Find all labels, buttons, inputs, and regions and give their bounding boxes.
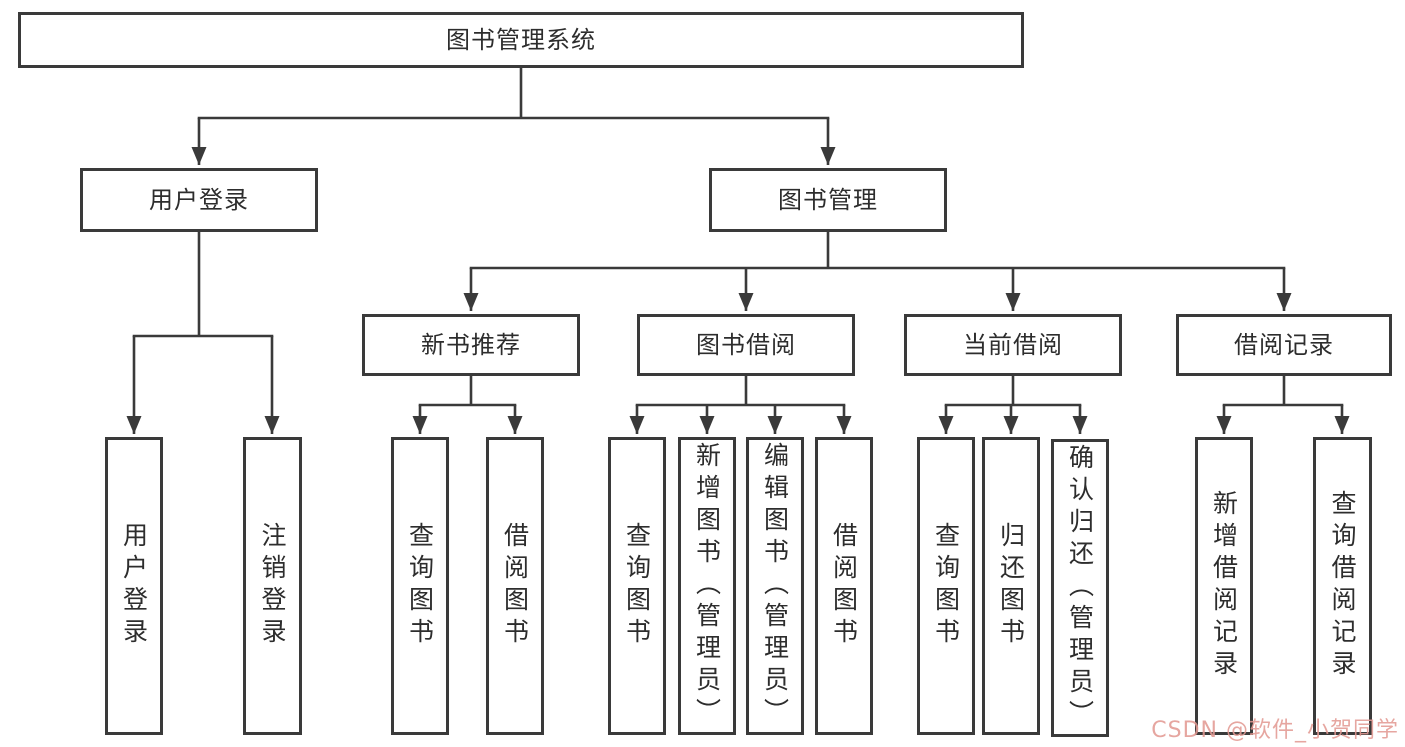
node-user-login: 用户登录 [80,168,318,232]
node-label: 新增图书（管理员） [692,442,722,730]
node-label: 图书管理系统 [446,26,596,54]
leaf-confirm-return-admin: 确认归还（管理员） [1051,439,1109,737]
node-current-borrow: 当前借阅 [904,314,1122,376]
leaf-borrow-books-recommend: 借阅图书 [486,437,544,735]
leaf-borrow-books: 借阅图书 [815,437,873,735]
leaf-user-login: 用户登录 [105,437,163,735]
node-label: 查询图书 [931,522,961,650]
leaf-edit-book-admin: 编辑图书（管理员） [746,437,804,735]
node-label: 确认归还（管理员） [1065,444,1095,732]
node-label: 查询图书 [405,522,435,650]
leaf-add-borrow-record: 新增借阅记录 [1195,437,1253,735]
leaf-add-book-admin: 新增图书（管理员） [678,437,736,735]
node-book-management: 图书管理 [709,168,947,232]
node-label: 查询图书 [622,522,652,650]
node-label: 图书管理 [778,186,878,214]
node-label: 借阅图书 [500,522,530,650]
node-library-management-system: 图书管理系统 [18,12,1024,68]
leaf-query-books-borrow: 查询图书 [608,437,666,735]
leaf-query-borrow-record: 查询借阅记录 [1313,437,1372,735]
node-label: 归还图书 [996,522,1026,650]
node-book-borrow: 图书借阅 [637,314,855,376]
node-label: 借阅图书 [829,522,859,650]
leaf-logout: 注销登录 [243,437,302,735]
node-label: 新书推荐 [421,331,521,359]
node-label: 当前借阅 [963,331,1063,359]
node-label: 新增借阅记录 [1209,490,1239,682]
node-new-book-recommend: 新书推荐 [362,314,580,376]
node-borrow-records: 借阅记录 [1176,314,1392,376]
node-label: 图书借阅 [696,331,796,359]
node-label: 用户登录 [149,186,249,214]
leaf-query-books-recommend: 查询图书 [391,437,449,735]
node-label: 查询借阅记录 [1328,490,1357,682]
leaf-query-books-current: 查询图书 [917,437,975,735]
leaf-return-book: 归还图书 [982,437,1040,735]
csdn-watermark: CSDN @软件_小贺同学 [1151,718,1399,743]
node-label: 借阅记录 [1234,331,1334,359]
node-label: 注销登录 [258,522,287,650]
node-label: 编辑图书（管理员） [760,442,790,730]
node-label: 用户登录 [119,522,149,650]
